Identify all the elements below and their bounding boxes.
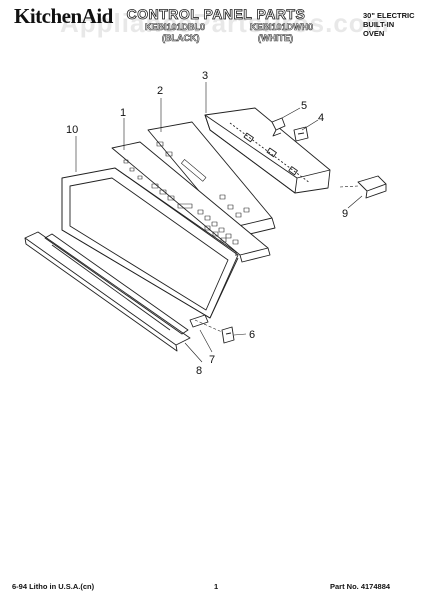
product-type-line1: 30" ELECTRIC — [363, 11, 415, 20]
callout-1: 1 — [120, 107, 126, 119]
brand-logo: KitchenAid — [14, 4, 113, 28]
product-type-line2: BUILT-IN OVEN — [363, 20, 395, 38]
callout-10: 10 — [66, 124, 78, 136]
watermark: AppliancePartsPros.com — [60, 8, 390, 38]
part-5-clip[interactable] — [271, 117, 286, 137]
part-4-bracket[interactable] — [293, 126, 309, 142]
part-1-control-overlay[interactable] — [111, 141, 271, 263]
part-3-control-housing[interactable] — [204, 107, 331, 194]
callout-8: 8 — [196, 365, 202, 377]
model-number-1: KEBI101DBL0 — [145, 22, 206, 33]
callout-7: 7 — [209, 354, 215, 366]
callout-5: 5 — [301, 100, 307, 112]
callout-6: 6 — [249, 329, 255, 341]
footer-litho: 6-94 Litho in U.S.A.(cn) — [12, 582, 95, 591]
callout-3: 3 — [202, 70, 208, 82]
footer-page-number: 1 — [214, 582, 219, 591]
part-8-trim-strip[interactable] — [24, 231, 191, 352]
callout-9: 9 — [342, 208, 348, 220]
callout-2: 2 — [157, 85, 163, 97]
callout-4: 4 — [318, 112, 324, 124]
variant-black: (BLACK) — [162, 33, 200, 44]
part-7-rail[interactable] — [189, 314, 209, 328]
part-9-bracket[interactable] — [357, 175, 387, 199]
part-6-end-clip[interactable] — [221, 326, 235, 344]
variant-white: (WHITE) — [258, 33, 294, 44]
page-title: CONTROL PANEL PARTS — [126, 6, 306, 23]
part-10-trim-frame[interactable] — [61, 167, 239, 319]
footer-part-number: Part No. 4174884 — [330, 582, 391, 591]
model-number-2: KEBI101DWH0 — [250, 22, 314, 33]
